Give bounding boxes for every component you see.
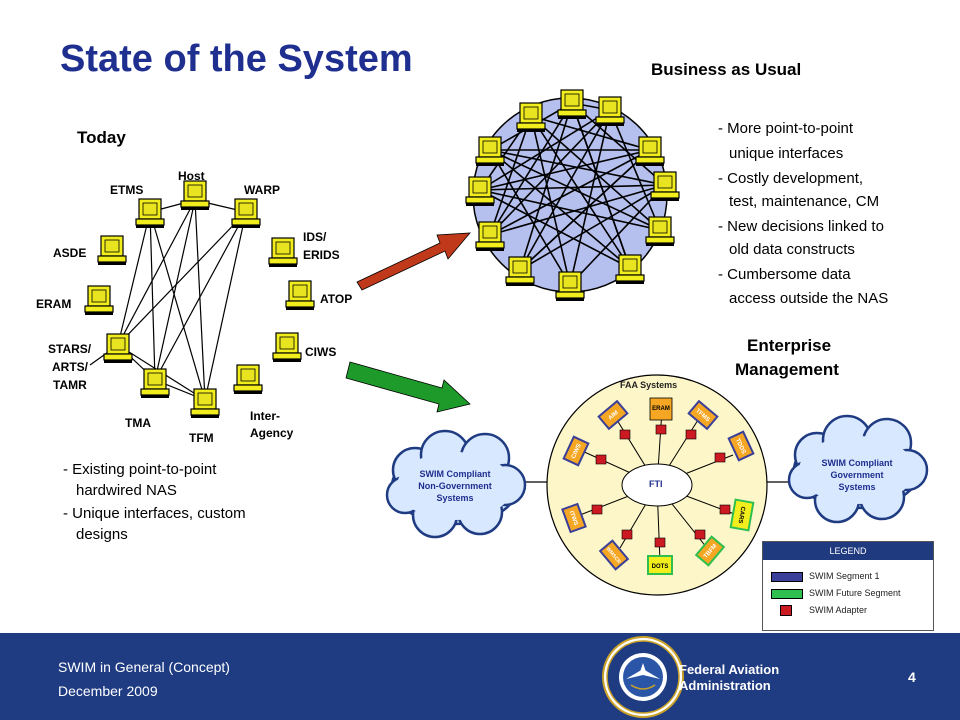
system-tfms-box — [687, 399, 719, 431]
adapter-icon — [694, 529, 706, 540]
business-bullet-4b: access outside the NAS — [729, 290, 889, 307]
footer-presentation-title: SWIM in General (Concept) — [58, 659, 230, 675]
legend-swatch-future — [771, 589, 803, 599]
business-bullet-1: - More point-to-point — [718, 120, 854, 137]
system-aim-label: AIM — [608, 410, 620, 422]
today-bullet-1b: hardwired NAS — [76, 482, 177, 499]
adapter-icon — [619, 429, 631, 440]
footer-bar: SWIM in General (Concept) December 2009 … — [0, 633, 960, 720]
business-heading: Business as Usual — [651, 60, 802, 79]
system-eram-box — [649, 397, 673, 421]
legend-swatch-adapter-icon — [780, 605, 792, 616]
today-bullet-1: - Existing point-to-point — [63, 461, 217, 478]
node-asde: ASDE — [53, 246, 87, 260]
legend-title: LEGEND — [763, 542, 933, 560]
fti-label: FTI — [649, 479, 663, 489]
cloud-left-label: SWIM Compliant Non-Government Systems — [418, 469, 492, 503]
adapter-icon — [621, 529, 633, 540]
node-etms: ETMS — [110, 183, 144, 197]
legend-item-adapter: SWIM Adapter — [809, 605, 868, 615]
system-dots-box — [647, 555, 673, 575]
adapter-icon — [591, 504, 603, 515]
system-tdds-box — [727, 430, 755, 462]
business-bullet-2: - Costly development, — [718, 170, 864, 187]
system-cars-label: CARS — [737, 506, 746, 524]
business-bullet-1b: unique interfaces — [729, 145, 844, 162]
system-dots-label: DOTS — [652, 564, 669, 570]
system-cars-box — [729, 498, 755, 532]
today-bullet-2b: designs — [76, 526, 128, 543]
system-ciws-box — [562, 435, 590, 467]
red-arrow-icon — [356, 232, 471, 291]
adapter-icon — [685, 429, 697, 440]
legend-swatch-segment1 — [771, 572, 803, 582]
business-bullet-4: - Cumbersome data — [718, 266, 851, 283]
page-number: 4 — [908, 669, 916, 685]
system-aim-box — [597, 399, 629, 431]
legend-item-future: SWIM Future Segment — [809, 588, 901, 598]
node-atop: ATOP — [320, 292, 353, 306]
adapter-icon — [595, 454, 607, 465]
system-itws-box — [561, 502, 587, 534]
legend: LEGEND SWIM Segment 1 SWIM Future Segmen… — [762, 541, 934, 631]
today-bullet-2: - Unique interfaces, custom — [63, 505, 246, 522]
node-arts: ARTS/ — [52, 360, 88, 374]
cloud-right-label: SWIM Compliant Government Systems — [821, 458, 893, 492]
page-title: State of the System — [60, 38, 413, 80]
enterprise-heading-2: Management — [735, 360, 839, 379]
footer-org-line1: Federal Aviation — [679, 662, 780, 677]
node-stars: STARS/ — [48, 342, 92, 356]
node-tamr: TAMR — [53, 378, 87, 392]
faa-systems-label: FAA Systems — [620, 380, 678, 390]
today-heading: Today — [77, 128, 126, 147]
business-bullet-3b: old data constructs — [729, 241, 855, 258]
business-bullet-2b: test, maintenance, CM — [729, 193, 880, 210]
faa-seal-icon — [602, 636, 684, 718]
footer-date: December 2009 — [58, 683, 158, 699]
node-tfm: TFM — [189, 431, 214, 445]
adapter-icon — [655, 424, 667, 435]
system-tbfm-box — [694, 535, 726, 567]
enterprise-heading-1: Enterprise — [747, 336, 832, 355]
business-bullet-3: - New decisions linked to — [718, 218, 884, 235]
adapter-icon — [714, 452, 726, 463]
footer-org-line2: Administration — [679, 678, 771, 693]
legend-item-segment1: SWIM Segment 1 — [809, 571, 880, 581]
node-warp: WARP — [244, 183, 280, 197]
node-tma: TMA — [125, 416, 151, 430]
adapter-icon — [654, 537, 666, 548]
adapter-icon — [719, 504, 731, 515]
system-eram-label: ERAM — [652, 406, 670, 412]
node-host: Host — [178, 169, 205, 183]
node-agency: Agency — [250, 426, 294, 440]
node-erids: ERIDS — [303, 248, 340, 262]
node-eram: ERAM — [36, 297, 72, 311]
node-inter: Inter- — [250, 409, 280, 423]
node-ciws: CIWS — [305, 345, 337, 359]
system-wmscr-box — [598, 539, 630, 571]
green-arrow-icon — [345, 361, 471, 413]
system-itws-label: ITWS — [568, 510, 579, 526]
node-ids: IDS/ — [303, 230, 327, 244]
